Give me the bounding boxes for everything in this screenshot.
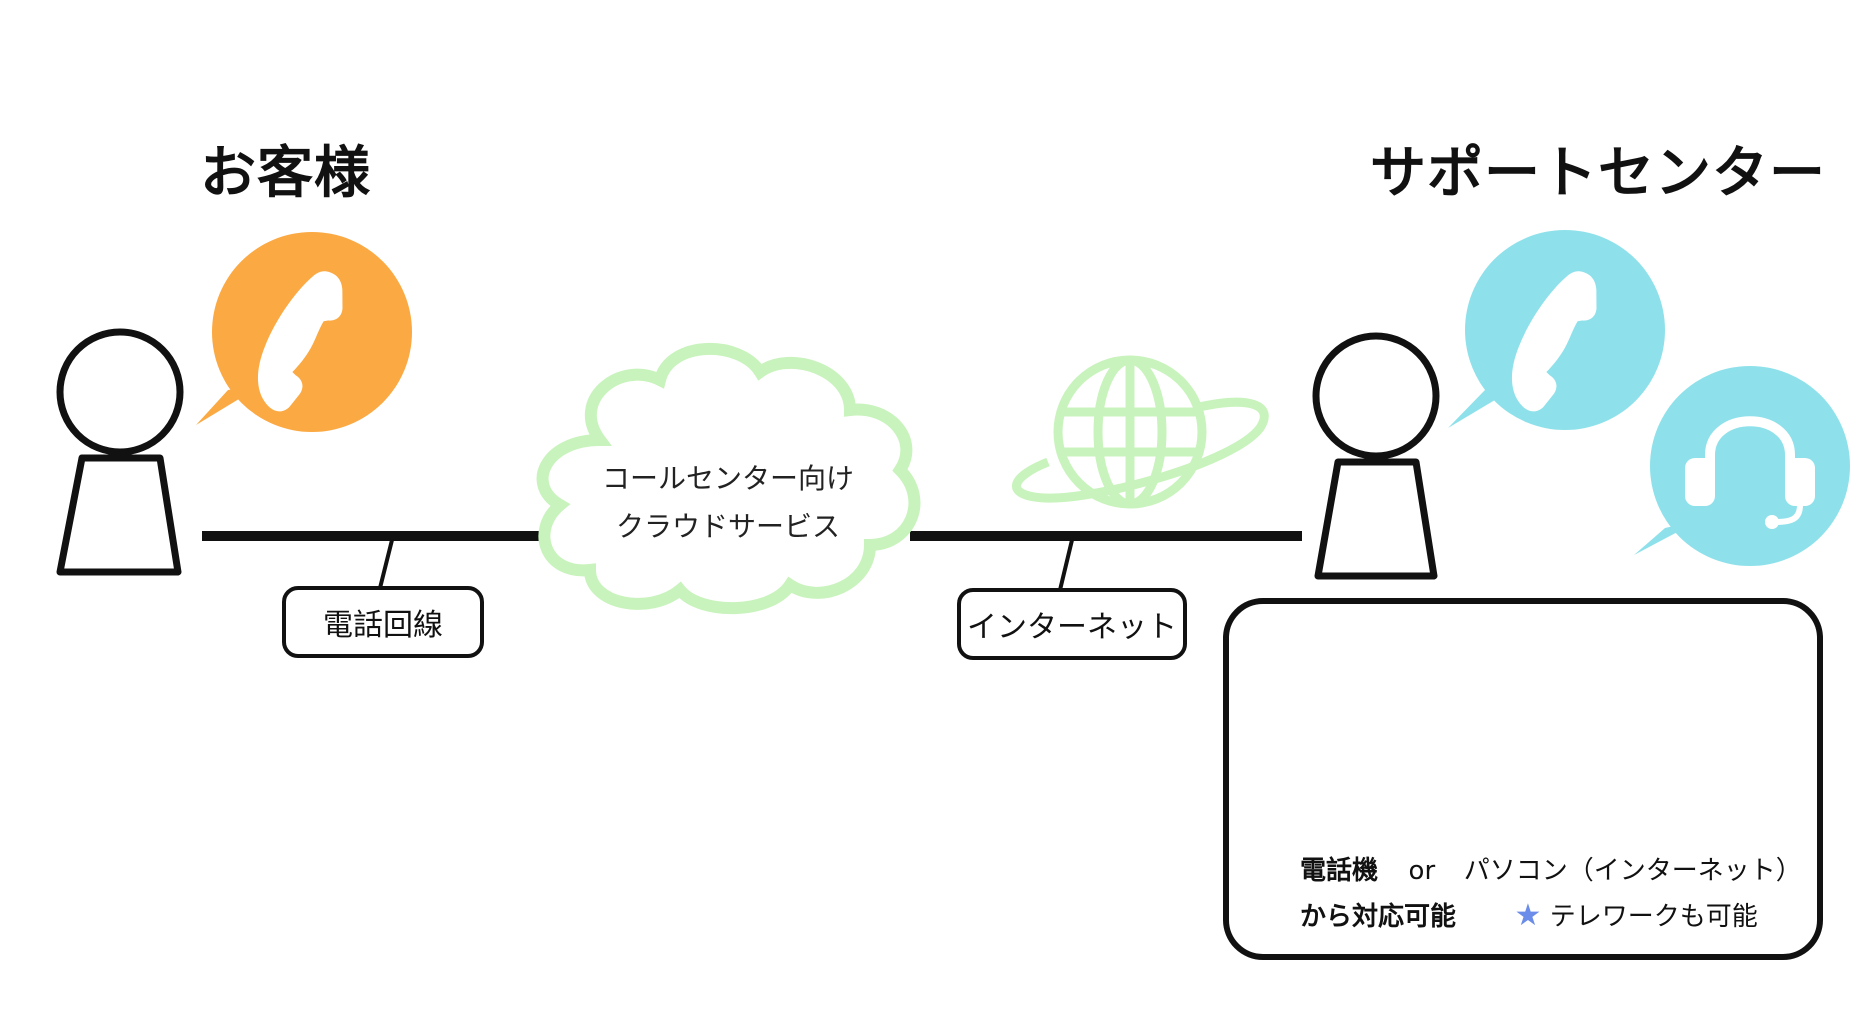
internet-label: インターネット — [957, 588, 1187, 660]
cloud-label: コールセンター向け クラウドサービス — [578, 455, 878, 551]
support-phone-bubble — [1448, 230, 1665, 430]
customer-phone-bubble — [196, 232, 412, 432]
phone-device-label: 電話機 — [1300, 856, 1379, 886]
support-headset-bubble — [1634, 366, 1850, 566]
customer-title: お客様 — [200, 141, 371, 206]
telework-label: テレワークも可能 — [1549, 902, 1758, 932]
panel-line-1: 電話機 or パソコン（インターネット） — [1300, 850, 1802, 887]
globe-icon — [1012, 355, 1269, 509]
customer-person-icon — [56, 328, 184, 576]
cloud-label-line1: コールセンター向け — [601, 462, 854, 495]
phone-line-label: 電話回線 — [282, 586, 484, 658]
or-label: or — [1408, 856, 1436, 886]
phone-line-connector — [378, 539, 394, 589]
pc-label: パソコン（インターネット） — [1463, 856, 1802, 886]
internet-connector — [1058, 539, 1074, 591]
cloud-service-icon — [536, 342, 921, 615]
support-equipment-panel: 電話機 or パソコン（インターネット） から対応可能 ★ テレワークも可能 — [1223, 598, 1823, 960]
cloud-label-line2: クラウドサービス — [615, 510, 840, 543]
star-icon: ★ — [1514, 898, 1542, 933]
headset-icon — [1685, 416, 1815, 529]
panel-line-2: から対応可能 ★ テレワークも可能 — [1300, 896, 1758, 933]
available-label: から対応可能 — [1300, 902, 1457, 932]
support-title: サポートセンター — [1370, 141, 1826, 206]
support-person-icon — [1312, 332, 1440, 580]
